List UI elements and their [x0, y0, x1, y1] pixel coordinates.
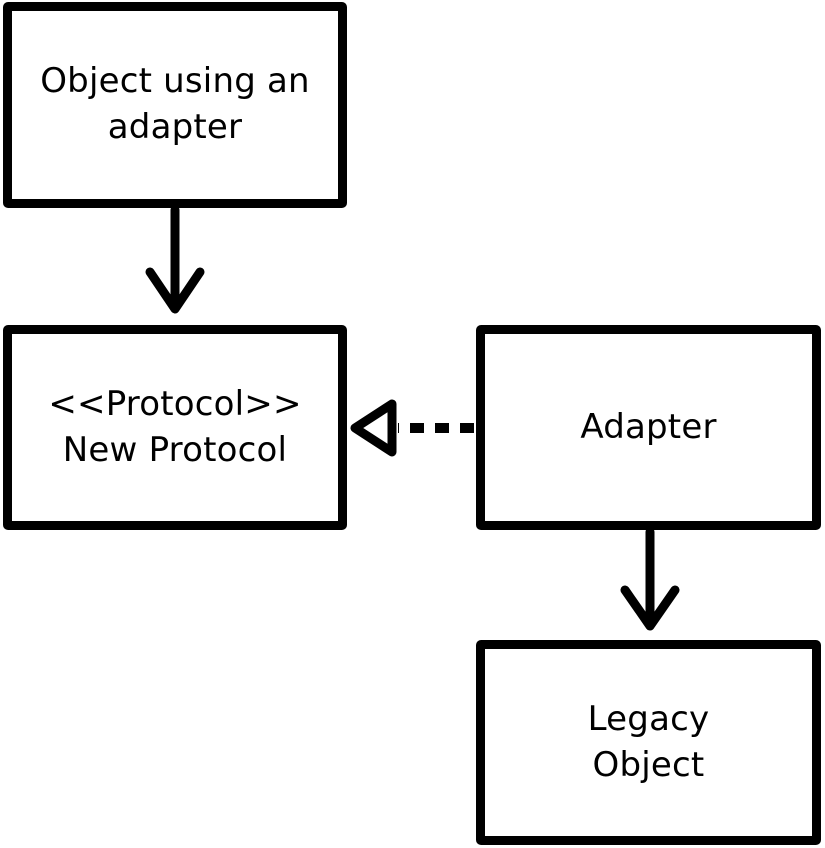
box-label-line: Object using an: [40, 61, 310, 102]
adapter-box: Adapter: [476, 325, 821, 530]
box-label-line: New Protocol: [62, 429, 288, 470]
hollow-triangle-arrowhead: [350, 399, 397, 457]
connector-adapter-realizes-protocol: [350, 399, 474, 457]
box-label-line: Legacy: [587, 698, 710, 739]
legacy-object-box: Legacy Object: [476, 640, 821, 845]
box-label-line: adapter: [107, 107, 243, 147]
box-label-line: Adapter: [580, 406, 717, 447]
client-object-box: Object using an adapter: [3, 2, 347, 208]
new-protocol-box: <<Protocol>> New Protocol: [3, 325, 347, 530]
arrowhead: [620, 585, 680, 631]
box-label-line: Object: [592, 744, 705, 785]
stereotype-label: <<Protocol>>: [48, 383, 302, 424]
arrowhead: [145, 267, 205, 314]
connector-adapter-to-legacy: [620, 527, 680, 631]
connector-client-to-protocol: [145, 205, 205, 314]
